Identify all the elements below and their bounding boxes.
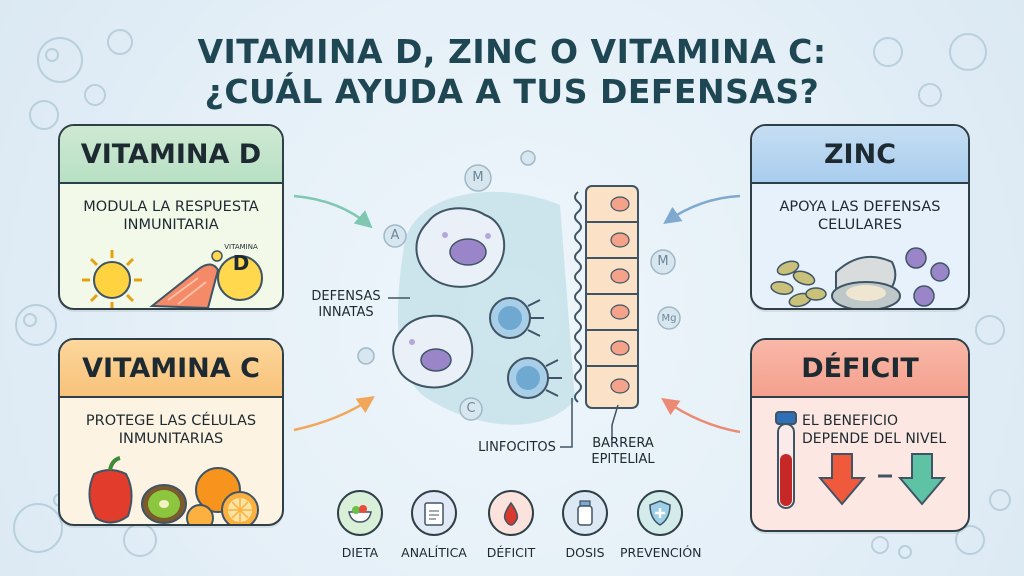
oyster-seeds-illustration: [770, 247, 950, 308]
card-vitamin-c-title: VITAMINA C: [60, 340, 282, 398]
bubble-c: C: [466, 401, 476, 416]
title-line-1: VITAMINA D, ZINC O VITAMINA C:: [197, 32, 827, 71]
card-zinc-desc: APOYA LAS DEFENSAS CELULARES: [779, 199, 941, 233]
footer-item-dosis[interactable]: DOSIS: [545, 490, 625, 560]
footer-item-analitica[interactable]: ANALÍTICA: [394, 490, 474, 560]
bubble-a: A: [390, 228, 400, 243]
label-epithelial-barrier: BARRERA EPITELIAL: [591, 436, 655, 467]
vitamin-d-badge-letter: D: [232, 251, 250, 275]
bubble-m: M: [472, 170, 484, 185]
vitamin-d-badge-small: VITAMINA: [224, 243, 258, 251]
card-deficit-title: DÉFICIT: [752, 340, 968, 398]
footer-item-deficit[interactable]: DÉFICIT: [471, 490, 551, 560]
card-deficit-desc: EL BENEFICIO DEPENDE DEL NIVEL: [802, 413, 947, 447]
footer-item-dieta[interactable]: DIETA: [320, 490, 400, 560]
footer-item-prevencion[interactable]: PREVENCIÓN: [620, 490, 702, 560]
bubble-m-2: M: [657, 254, 669, 269]
sun-salmon-illustration: [82, 250, 263, 308]
fruits-illustration: [88, 456, 259, 524]
supplement-bottle-icon: [562, 490, 608, 536]
blood-drop-icon: [488, 490, 534, 536]
blood-tube-icon: [775, 411, 797, 509]
label-innate-defenses: DEFENSAS INNATAS: [311, 289, 381, 320]
title-line-2: ¿CUÁL AYUDA A TUS DEFENSAS?: [204, 72, 820, 111]
card-zinc-title: ZINC: [752, 126, 968, 184]
salad-bowl-icon: [337, 490, 383, 536]
card-vitamin-d-desc: MODULA LA RESPUESTA INMUNITARIA: [83, 199, 259, 233]
card-vitamin-d-title: VITAMINA D: [60, 126, 282, 184]
label-lymphocytes: LINFOCITOS: [478, 440, 556, 455]
card-zinc: ZINC APOYA LAS DEFENSAS CELULARES: [750, 124, 970, 310]
shield-plus-icon: [637, 490, 683, 536]
card-deficit: DÉFICIT EL BENEFICIO DEPENDE DEL NIVEL: [750, 338, 970, 532]
card-vitamin-d: VITAMINA D MODULA LA RESPUESTA INMUNITAR…: [58, 124, 284, 310]
card-vitamin-c-desc: PROTEGE LAS CÉLULAS INMUNITARIAS: [85, 413, 257, 447]
card-vitamin-c: VITAMINA C PROTEGE LAS CÉLULAS INMUNITAR…: [58, 338, 284, 526]
lab-report-icon: [411, 490, 457, 536]
level-arrows-icon: [818, 453, 947, 506]
bubble-mg: Mg: [661, 313, 677, 324]
